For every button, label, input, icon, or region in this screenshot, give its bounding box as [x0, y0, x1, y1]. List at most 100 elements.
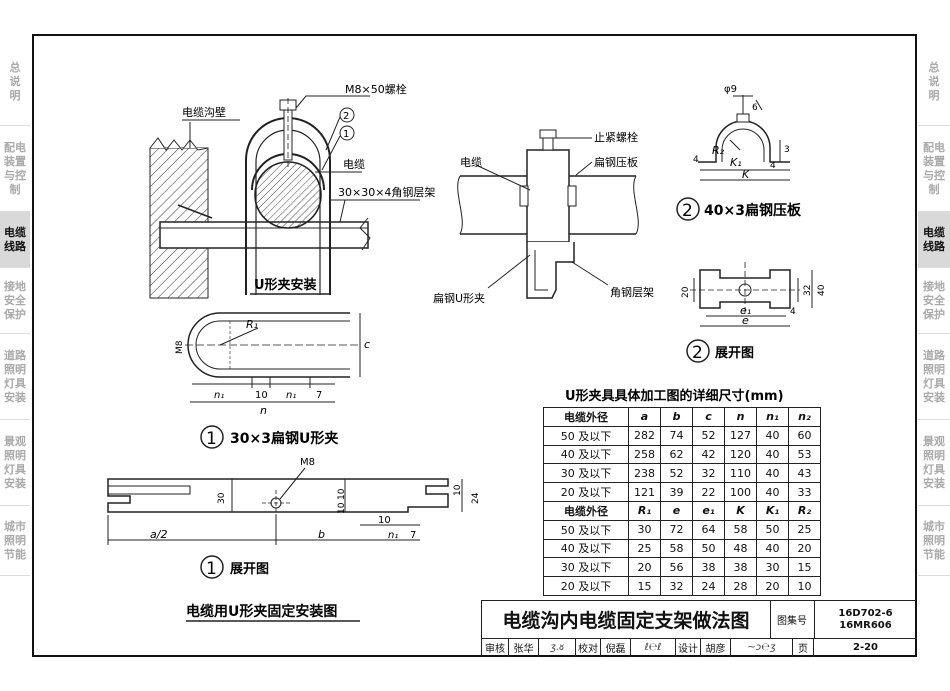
- table-cell: 20: [788, 538, 821, 559]
- table-cell: 25: [788, 519, 821, 540]
- sidebar-item-2[interactable]: 电缆 线路: [918, 212, 950, 268]
- table-cell: 38: [724, 557, 757, 578]
- table-cell: n: [724, 407, 757, 427]
- table-cell: e: [660, 500, 693, 521]
- label-phi9: φ9: [724, 84, 737, 95]
- angle-shelf: [159, 221, 369, 249]
- designer-signature: ~ɔ℮ʒ: [731, 638, 793, 657]
- table-cell: 40 及以下: [543, 444, 629, 465]
- check-label: 校对: [576, 638, 601, 657]
- table-cell: n₁: [756, 407, 789, 427]
- table-cell: R₁: [628, 500, 661, 521]
- press-plate-view: φ9 6 3 R₂ K₁ 4 4 K 2 40×3扁钢压板: [676, 84, 802, 221]
- label-flat-u-clamp: 扁钢U形夹: [433, 292, 485, 305]
- unfold-view-2: 20 32 40 e₁ 4 e 2 展开图: [681, 262, 827, 363]
- label-flat-press-plate: 扁钢压板: [594, 155, 638, 169]
- atlas-number-2: 16MR606: [839, 619, 892, 631]
- sidebar-item-5[interactable]: 景观 照明 灯具 安装: [918, 420, 950, 506]
- sidebar-item-2[interactable]: 电缆 线路: [0, 212, 30, 268]
- label-e: e: [742, 314, 749, 327]
- title-block: 电缆沟内电缆固定支架做法图 图集号 16D702-6 16MR606 审核 张华…: [481, 600, 917, 657]
- label-dim-4b: 4: [770, 161, 776, 171]
- table-cell: 30 及以下: [543, 463, 629, 484]
- table-cell: R₂: [788, 500, 821, 521]
- table-cell: 50 及以下: [543, 519, 629, 540]
- table-cell: 282: [628, 425, 661, 446]
- sidebar-item-6[interactable]: 城市 照明 节能: [0, 506, 30, 576]
- label-cable-mid: 电缆: [460, 156, 482, 169]
- table-cell: 43: [788, 463, 821, 484]
- sidebar-item-4[interactable]: 道路 照明 灯具 安装: [918, 334, 950, 420]
- view-title-u-clamp-install: U形夹安装: [254, 277, 317, 293]
- sidebar-item-5[interactable]: 景观 照明 灯具 安装: [0, 420, 30, 506]
- table-cell: 40 及以下: [543, 538, 629, 559]
- design-label: 设计: [676, 638, 701, 657]
- table-cell: 20: [628, 557, 661, 578]
- table-cell: 30: [628, 519, 661, 540]
- uclamp-title: 30×3扁钢U形夹: [230, 430, 338, 447]
- table-cell: 60: [788, 425, 821, 446]
- sidebar-item-3[interactable]: 接地 安全 保护: [0, 268, 30, 334]
- table-cell: 121: [628, 482, 661, 502]
- table-cell: 24: [692, 576, 725, 596]
- table-cell: 58: [660, 538, 693, 559]
- table-cell: 38: [692, 557, 725, 578]
- sidebar-item-1[interactable]: 配电 装置 与控 制: [918, 126, 950, 212]
- table-cell: 64: [692, 519, 725, 540]
- u-clamp-plan-view: R₁ M8 c n₁ 10 n₁ 7 n 1 30×3扁钢U形夹: [175, 312, 370, 449]
- label-angle-shelf: 角钢层架: [610, 286, 654, 299]
- label-d10d: 10: [453, 484, 463, 496]
- sidebar-item-3[interactable]: 接地 安全 保护: [918, 268, 950, 334]
- table-cell: 62: [660, 444, 693, 465]
- table-cell: 48: [724, 538, 757, 559]
- table-cell: 15: [628, 576, 661, 596]
- table-cell: 53: [788, 444, 821, 465]
- atlas-label: 图集号: [770, 601, 815, 639]
- label-dim-4c: 4: [790, 307, 796, 317]
- unfold2-num: 2: [692, 343, 703, 363]
- table-cell: 20 及以下: [543, 482, 629, 502]
- table-cell: 20: [756, 576, 789, 596]
- label-e1: e₁: [740, 304, 751, 317]
- label-dim-40: 40: [817, 284, 827, 296]
- table-cell: 22: [692, 482, 725, 502]
- sidebar-item-1[interactable]: 配电 装置 与控 制: [0, 126, 30, 212]
- table-cell: 238: [628, 463, 661, 484]
- sidebar-item-6[interactable]: 城市 照明 节能: [918, 506, 950, 576]
- table-cell: K₁: [756, 500, 789, 521]
- signature-row: 审核 张华 ʒ.ᴕ 校对 倪磊 ℓ℮ℓ 设计 胡彦 ~ɔ℮ʒ 页 2-20: [482, 638, 917, 657]
- label-d10e: 10: [378, 515, 391, 526]
- label-dim-20: 20: [681, 286, 691, 298]
- atlas-number-1: 16D702-6: [838, 607, 893, 619]
- label-K1: K₁: [730, 156, 742, 169]
- u-clamp-install-view: M8×50螺栓 电缆沟壁 2 1 电缆 30×30×4角钢层架 U形夹安装: [149, 82, 435, 299]
- table-cell: 40: [756, 425, 789, 446]
- table-cell: 40: [756, 538, 789, 559]
- label-angle-shelf-30: 30×30×4角钢层架: [338, 186, 435, 199]
- label-d10a: 10: [255, 390, 268, 401]
- table-cell: 42: [692, 444, 725, 465]
- label-d10c: 10: [337, 502, 347, 514]
- atlas-number: 16D702-6 16MR606: [814, 601, 917, 639]
- label-c: c: [364, 338, 370, 351]
- table-cell: 100: [724, 482, 757, 502]
- sidebar-item-4[interactable]: 道路 照明 灯具 安装: [0, 334, 30, 420]
- unfold1-title: 展开图: [230, 562, 269, 577]
- label-d7a: 7: [316, 390, 322, 401]
- table-cell: 32: [660, 576, 693, 596]
- sidebar-item-0[interactable]: 总 说 明: [0, 38, 30, 126]
- reviewer-name: 张华: [509, 638, 539, 657]
- table-cell: 50: [692, 538, 725, 559]
- sidebar-item-0[interactable]: 总 说 明: [918, 38, 950, 126]
- table-cell: 电缆外径: [543, 500, 629, 521]
- table-cell: 58: [724, 519, 757, 540]
- main-drawing-title: 电缆用U形夹固定安装图: [186, 603, 337, 620]
- table-cell: 33: [788, 482, 821, 502]
- page-label: 页: [793, 638, 814, 657]
